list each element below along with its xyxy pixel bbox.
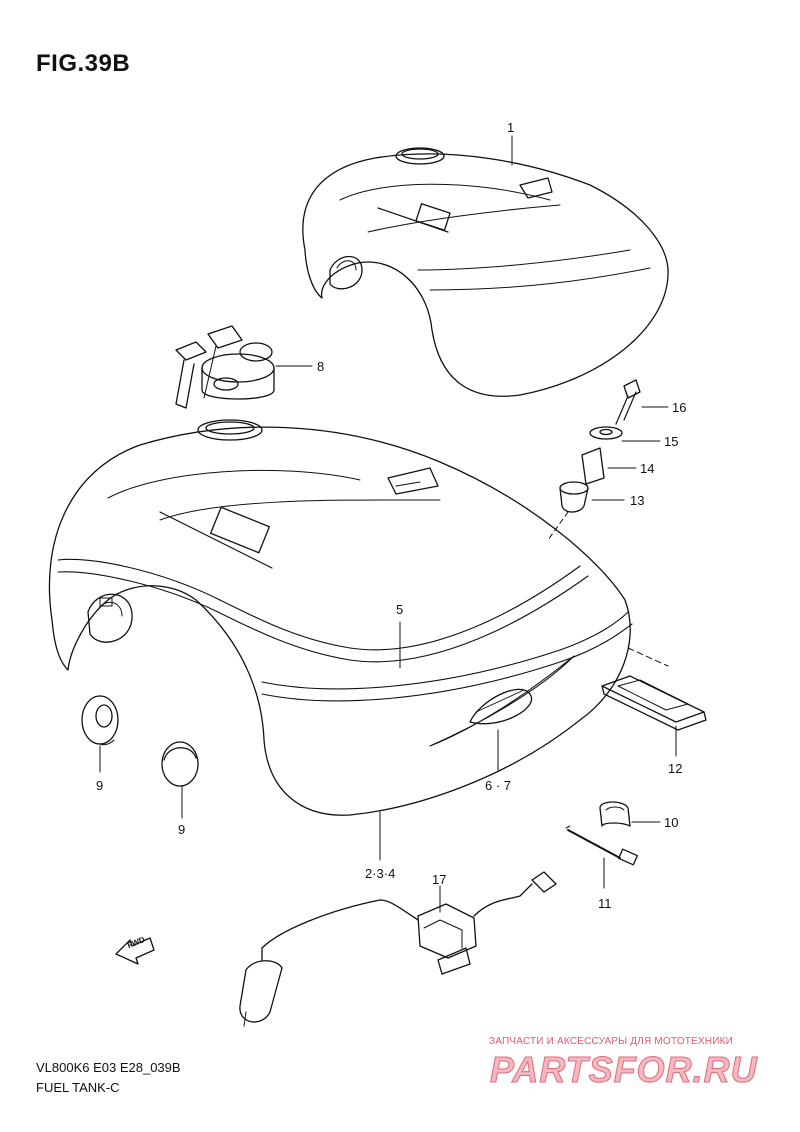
callout-1: 1 <box>507 120 515 135</box>
callout-9-lower: 9 <box>178 822 186 837</box>
callout-17: 17 <box>432 872 447 887</box>
callout-13: 13 <box>630 493 645 508</box>
callout-16: 16 <box>672 400 687 415</box>
mounting-hardware-parts-13-16 <box>547 379 669 541</box>
fuel-tank-small-part-1 <box>302 135 669 397</box>
tank-cap-lock-part-8 <box>175 325 313 409</box>
callout-14: 14 <box>640 461 655 476</box>
figure-title: FIG.39B <box>36 50 131 77</box>
rubber-pad-part-12 <box>601 647 707 757</box>
callout-2-3-4: 2·3·4 <box>365 866 396 881</box>
cap-part-9-upper <box>81 695 119 773</box>
forward-direction-arrow-icon <box>115 937 155 965</box>
callout-5: 5 <box>396 602 404 617</box>
cap-part-9-lower <box>161 741 199 819</box>
callout-11: 11 <box>598 896 612 911</box>
callout-10: 10 <box>664 815 679 830</box>
clamp-part-10 <box>599 801 661 827</box>
callout-6-7: 6 · 7 <box>485 778 512 793</box>
footer-section-name: FUEL TANK-C <box>36 1080 120 1095</box>
footer-model-code: VL800K6 E03 E28_039B <box>36 1060 181 1075</box>
watermark-brand: PARTSFOR.RU <box>490 1049 758 1091</box>
fuel-tank-large-part-5 <box>48 419 633 861</box>
callout-9-upper: 9 <box>96 778 104 793</box>
cable-tie-part-11 <box>565 825 638 889</box>
callout-15: 15 <box>664 434 679 449</box>
watermark-tagline: ЗАПЧАСТИ И АКСЕССУАРЫ ДЛЯ МОТОТЕХНИКИ <box>489 1036 734 1047</box>
fuel-sender-part-17 <box>239 871 557 1027</box>
callout-12: 12 <box>668 761 683 776</box>
callout-8: 8 <box>317 359 325 374</box>
